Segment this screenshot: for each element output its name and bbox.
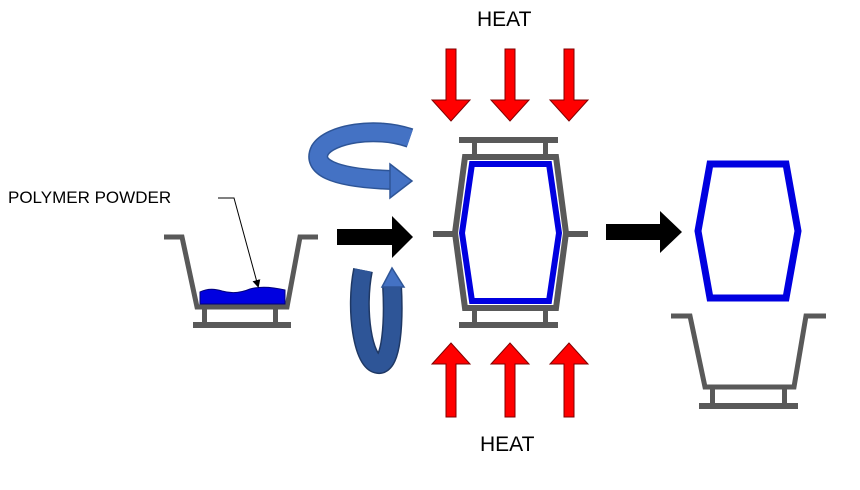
process-arrow-2-icon bbox=[606, 211, 682, 253]
stage-2-closed-mold bbox=[433, 137, 588, 328]
heat-arrows-bottom bbox=[430, 342, 590, 418]
mold-leg-1b bbox=[273, 309, 278, 323]
heat-arrow-up-icon bbox=[489, 342, 531, 418]
polymer-coating bbox=[458, 161, 563, 304]
mold-leg-1a bbox=[202, 309, 207, 323]
rotation-vertical-icon bbox=[349, 266, 406, 374]
stage-1-powder-mold bbox=[164, 197, 318, 328]
heat-arrow-down-icon bbox=[548, 48, 590, 122]
mold-tray-3 bbox=[671, 313, 826, 390]
heat-arrow-down-icon bbox=[430, 48, 472, 122]
heat-label-top: HEAT bbox=[477, 8, 532, 31]
heat-arrow-up-icon bbox=[430, 342, 472, 418]
heat-arrows-top bbox=[430, 48, 590, 122]
process-arrow-1-icon bbox=[337, 216, 413, 258]
heat-label-bottom: HEAT bbox=[480, 433, 535, 456]
heat-arrow-down-icon bbox=[489, 48, 531, 122]
polymer-powder bbox=[199, 286, 286, 305]
polymer-powder-label: POLYMER POWDER bbox=[8, 188, 172, 207]
powder-leader-line bbox=[218, 197, 261, 288]
stage-3-finished-part bbox=[671, 160, 826, 409]
molded-part bbox=[694, 160, 802, 302]
mold-tray-1 bbox=[164, 234, 318, 310]
mold-shell bbox=[451, 154, 570, 311]
mold-base-1 bbox=[193, 322, 291, 328]
heat-arrow-up-icon bbox=[548, 342, 590, 418]
rotation-horizontal-icon bbox=[308, 122, 414, 200]
